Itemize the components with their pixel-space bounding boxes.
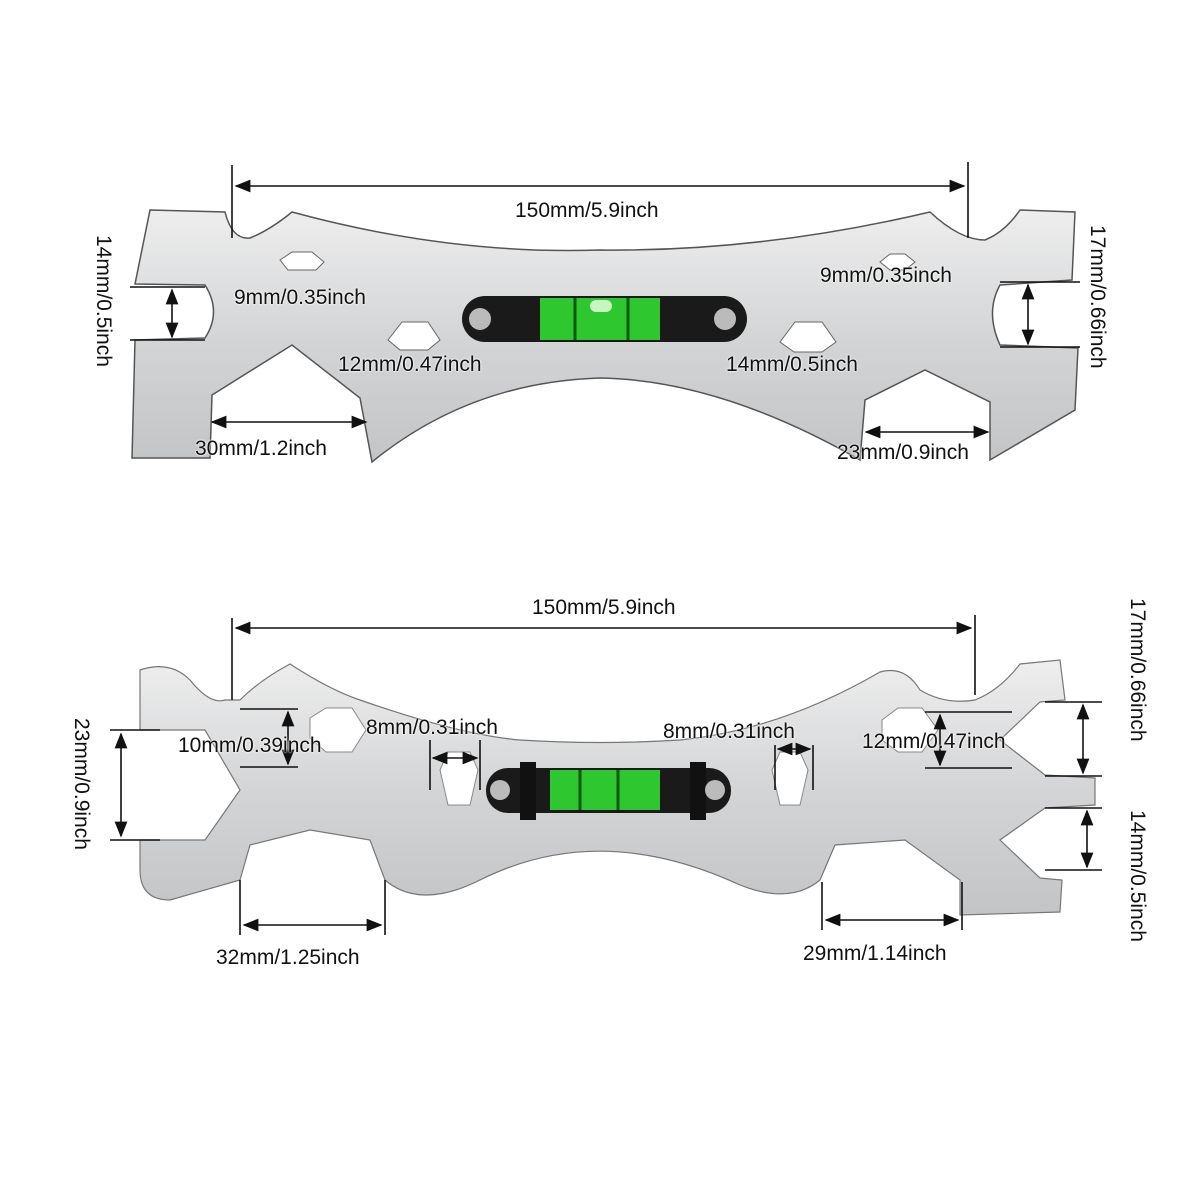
top-hex-hole bbox=[387, 321, 441, 351]
bottom-hex-hole bbox=[439, 751, 479, 806]
bottom-spirit-level bbox=[486, 762, 731, 820]
top-hex-hole bbox=[779, 321, 837, 353]
bottom-right-jaw-upper-label: 17mm/0.66inch bbox=[1126, 598, 1149, 742]
bottom-left-jaw-label: 23mm/0.9inch bbox=[70, 718, 93, 850]
bottom-hex-hole bbox=[881, 707, 939, 753]
top-left-jaw-label: 14mm/0.5inch bbox=[92, 235, 115, 367]
top-spirit-level bbox=[462, 296, 747, 342]
bottom-hex-hole bbox=[309, 707, 367, 753]
top-hex-right-small-label: 9mm/0.35inch bbox=[820, 264, 952, 287]
bottom-wrench bbox=[139, 659, 1096, 916]
bottom-slot-left-label: 8mm/0.31inch bbox=[366, 716, 498, 739]
bottom-hex-right-label: 12mm/0.47inch bbox=[862, 730, 1006, 753]
top-hex-hole bbox=[879, 253, 916, 271]
bottom-right-jaw-lower-label: 14mm/0.5inch bbox=[1126, 810, 1149, 942]
bottom-dimension-lines bbox=[110, 615, 1102, 935]
top-hex-hole bbox=[279, 251, 325, 271]
bottom-hex-left-label: 10mm/0.39inch bbox=[178, 734, 322, 757]
top-notch-left-label: 30mm/1.2inch bbox=[195, 437, 327, 460]
bottom-notch-right-label: 29mm/1.14inch bbox=[803, 942, 947, 965]
top-wrench bbox=[131, 209, 1079, 464]
top-length-label: 150mm/5.9inch bbox=[515, 199, 659, 222]
top-hex-left-mid-label: 12mm/0.47inch bbox=[338, 353, 482, 376]
top-hex-right-mid-label: 14mm/0.5inch bbox=[726, 353, 858, 376]
top-notch-right-label: 23mm/0.9inch bbox=[837, 441, 969, 464]
top-hex-left-small-label: 9mm/0.35inch bbox=[234, 286, 366, 309]
bottom-slot-right-label: 8mm/0.31inch bbox=[663, 720, 795, 743]
bottom-notch-left-label: 32mm/1.25inch bbox=[216, 946, 360, 969]
top-dimension-lines bbox=[130, 162, 1080, 439]
bottom-length-label: 150mm/5.9inch bbox=[532, 596, 676, 619]
top-right-jaw-label: 17mm/0.66inch bbox=[1086, 225, 1109, 369]
